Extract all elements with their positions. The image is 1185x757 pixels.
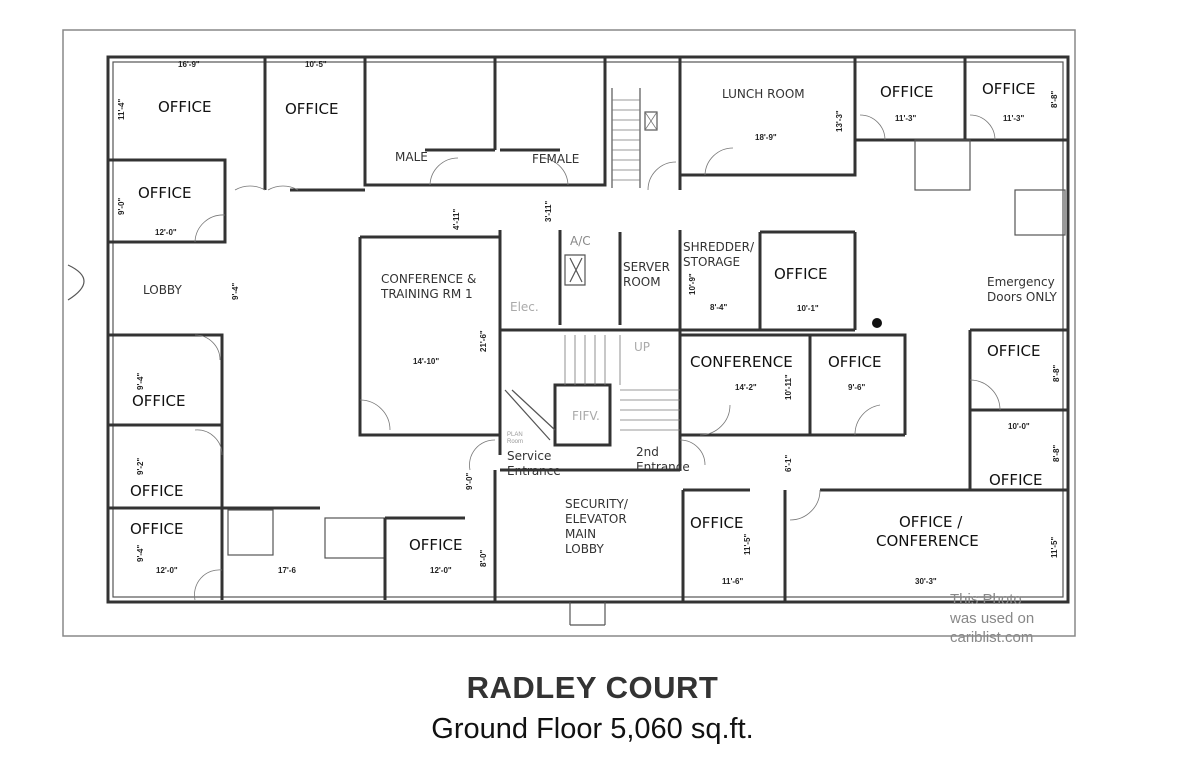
dimension-label: 11'-6" — [722, 577, 743, 586]
plan-title: RADLEY COURT — [466, 670, 719, 705]
dimension-label: 9'-4" — [136, 373, 145, 390]
dimension-label: 9'-0" — [117, 198, 126, 215]
dimension-label: 9'-2" — [136, 458, 145, 475]
room-label: Room — [507, 439, 523, 445]
dimension-label: 6'-1" — [784, 455, 793, 472]
dimension-label: 11'-5" — [743, 534, 752, 555]
plan-subtitle: Ground Floor 5,060 sq.ft. — [431, 713, 754, 745]
room-label: OFFICE / — [899, 513, 963, 531]
dimension-label: 10'-1" — [797, 304, 819, 313]
room-label: SHREDDER/ — [683, 240, 755, 254]
dimension-label: 3'-11" — [544, 201, 553, 222]
room-label: FEMALE — [532, 152, 579, 166]
dimension-label: 9'-0" — [465, 473, 474, 490]
dimension-label: 8'-4" — [710, 303, 727, 312]
dimension-label: 11'-5" — [1050, 537, 1059, 558]
room-label: 2nd — [636, 445, 659, 459]
room-label: Service — [507, 449, 551, 463]
room-label: OFFICE — [130, 520, 183, 538]
room-label: OFFICE — [130, 482, 183, 500]
dimension-label: 30'-3" — [915, 577, 937, 586]
dimension-label: 4'-11" — [452, 209, 461, 230]
room-label: OFFICE — [690, 514, 743, 532]
dimension-label: 21'-6" — [479, 330, 488, 352]
watermark-line: was used on — [950, 610, 1035, 627]
room-label: LOBBY — [143, 283, 183, 297]
room-label: OFFICE — [828, 353, 881, 371]
room-label: SERVER — [623, 260, 670, 274]
dimension-label: 14'-2" — [735, 383, 757, 392]
watermark-line: This Photo — [950, 591, 1022, 608]
dimension-labels: 16'-9" 10'-5" 11'-4" 9'-0" 12'-0" 4'-11"… — [117, 60, 1061, 586]
dimension-label: 12'-0" — [155, 228, 177, 237]
dimension-label: 13'-3" — [835, 110, 844, 132]
room-label: Emergency — [987, 275, 1055, 289]
dimension-label: 16'-9" — [178, 60, 200, 69]
room-label: OFFICE — [880, 83, 933, 101]
dimension-label: 9'-4" — [231, 283, 240, 300]
dimension-label: 17'-6 — [278, 566, 296, 575]
room-label: Entrance — [507, 464, 561, 478]
dimension-label: 12'-0" — [430, 566, 452, 575]
drawing-frame — [62, 29, 1076, 637]
room-label: OFFICE — [774, 265, 827, 283]
dimension-label: 11'-4" — [117, 99, 126, 120]
dimension-label: 11'-3" — [895, 114, 916, 123]
room-label: LOBBY — [565, 542, 605, 556]
watermark-line: cariblist.com — [950, 629, 1034, 646]
room-label: Elec. — [510, 300, 539, 314]
room-label: Entrance — [636, 460, 690, 474]
dimension-label: 8'-8" — [1050, 91, 1059, 108]
dimension-label: 8'-0" — [479, 550, 488, 567]
room-label: TRAINING RM 1 — [380, 287, 473, 301]
watermark: This Photo was used on cariblist.com — [950, 590, 1034, 647]
dimension-label: 12'-0" — [156, 566, 178, 575]
dimension-label: 9'-4" — [136, 545, 145, 562]
room-label: ELEVATOR — [565, 512, 627, 526]
room-label: OFFICE — [409, 536, 462, 554]
dimension-label: 8'-8" — [1052, 445, 1061, 462]
room-label: PLAN — [507, 432, 523, 438]
dimension-label: 8'-8" — [1052, 365, 1061, 382]
room-label: OFFICE — [989, 471, 1042, 489]
dimension-label: 10'-5" — [305, 60, 327, 69]
dimension-label: 9'-6" — [848, 383, 865, 392]
room-label: LUNCH ROOM — [722, 87, 805, 101]
room-label: OFFICE — [138, 184, 191, 202]
room-label: MAIN — [565, 527, 596, 541]
room-label: UP — [634, 340, 650, 354]
room-label: FIFV. — [572, 409, 600, 423]
dimension-label: 10'-9" — [688, 273, 697, 295]
room-label: CONFERENCE — [690, 353, 793, 371]
room-label: OFFICE — [158, 98, 211, 116]
dimension-label: 14'-10" — [413, 357, 439, 366]
dimension-label: 10'-11" — [784, 374, 793, 400]
room-label: Doors ONLY — [987, 290, 1057, 304]
room-label: CONFERENCE & — [381, 272, 476, 286]
room-label: MALE — [395, 150, 428, 164]
dimension-label: 10'-0" — [1008, 422, 1030, 431]
dimension-label: 18'-9" — [755, 133, 777, 142]
room-label: OFFICE — [982, 80, 1035, 98]
room-label: SECURITY/ — [565, 497, 629, 511]
room-label: A/C — [570, 234, 591, 248]
room-label: STORAGE — [683, 255, 740, 269]
room-labels: OFFICE OFFICE OFFICE MALE FEMALE LUNCH R… — [130, 80, 1057, 556]
walls — [67, 55, 1070, 626]
room-label: OFFICE — [285, 100, 338, 118]
room-label: OFFICE — [987, 342, 1040, 360]
dimension-label: 11'-3" — [1003, 114, 1024, 123]
room-label: ROOM — [623, 275, 661, 289]
room-label: OFFICE — [132, 392, 185, 410]
room-label: CONFERENCE — [876, 532, 979, 550]
